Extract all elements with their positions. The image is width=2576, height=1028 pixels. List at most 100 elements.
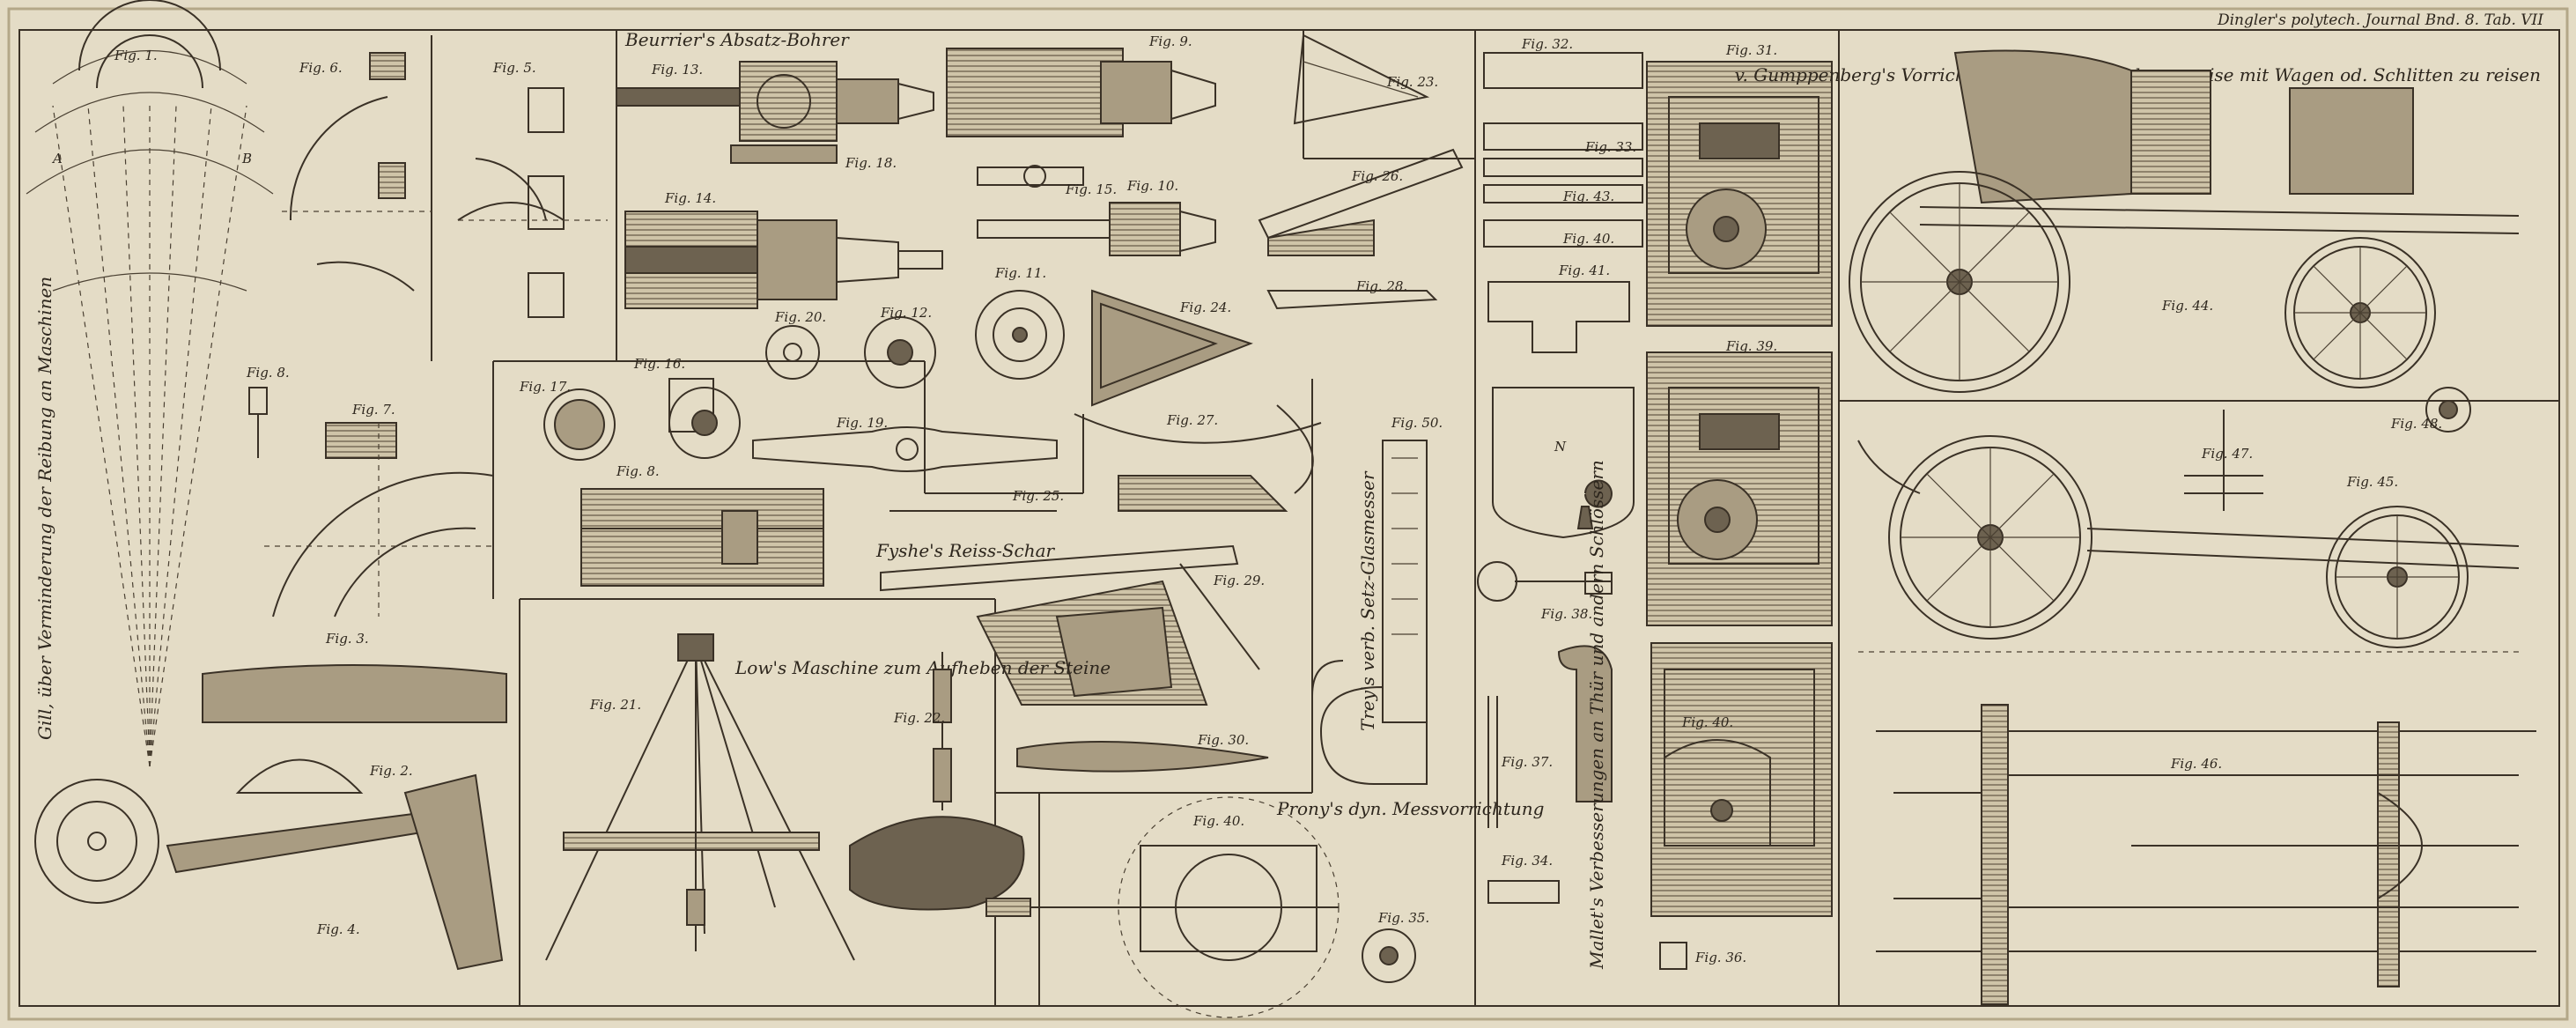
fig-32-strips: Fig. 32. Fig. 33. Fig. 43. Fig. 40. [1483, 36, 1643, 248]
fig-33-label: Fig. 33. [1584, 139, 1636, 155]
fig-18-label: Fig. 18. [845, 155, 897, 171]
fig-13-label: Fig. 13. [651, 62, 703, 78]
fig-16-label: Fig. 16. [633, 356, 685, 372]
fig-12-disc: Fig. 12. [864, 305, 936, 388]
fig-1-gill-fan: Fig. 1. A B [26, 0, 274, 767]
fig-21-tripod: Fig. 21. [545, 633, 855, 961]
fig-15-part: Fig. 15. [977, 165, 1117, 197]
fig-30-blade: Fig. 30. [1016, 732, 1269, 773]
fig-17-ring: Fig. 17. [519, 379, 616, 461]
fig-35-bearing: Fig. 35. [1362, 910, 1429, 983]
fig-5-cam: Fig. 5. [457, 60, 608, 318]
fig-22-hoist: Fig. 22. [849, 652, 1025, 911]
fig-14-label: Fig. 14. [664, 190, 716, 206]
fig-43-label: Fig. 43. [1562, 189, 1614, 204]
fig-39-label: Fig. 39. [1725, 338, 1777, 354]
fig-40-label: Fig. 40. [1192, 813, 1244, 829]
fig-38-label: Fig. 38. [1540, 606, 1592, 622]
fig-40-lock-label: Fig. 40. [1681, 714, 1733, 730]
fig-11-disc: Fig. 11. [975, 265, 1065, 380]
fig-20-label: Fig. 20. [774, 309, 826, 325]
fig-40-prony-brake: Fig. 40. [985, 796, 1340, 1018]
fig-26-frame: Fig. 26. [1258, 148, 1464, 256]
fig-39-lock: Fig. 39. [1646, 338, 1833, 626]
fig-8-beam: Fig. 8. [580, 463, 824, 587]
fig-34-label: Fig. 34. [1501, 853, 1553, 869]
fig-31-label: Fig. 31. [1725, 42, 1777, 58]
gill-caption: Gill, über Verminderung der Reibung an M… [34, 277, 55, 740]
fig-24-share: Fig. 24. [1091, 289, 1253, 407]
fig-37-label: Fig. 37. [1501, 754, 1553, 770]
fig-36-label: Fig. 36. [1694, 950, 1746, 965]
low-caption: Low's Maschine zum Aufheben der Steine [734, 657, 1111, 678]
letter-A: A [51, 151, 63, 166]
fig-47-post: Fig. 47. [2184, 410, 2263, 511]
fig-19-label: Fig. 19. [836, 415, 888, 431]
fig-4-label: Fig. 4. [316, 921, 360, 937]
letter-B: B [241, 151, 252, 166]
fig-4-gear-lever: Fig. 4. [34, 773, 504, 971]
fig-17-label: Fig. 17. [519, 379, 571, 395]
fig-12-label: Fig. 12. [880, 305, 932, 321]
fig-29-plough: Fig. 29. [880, 544, 1265, 706]
fig-7-wheel-segment: Fig. 7. [264, 402, 494, 618]
fig-8b-label: Fig. 8. [616, 463, 660, 479]
fig-13-drill: Fig. 13. [616, 61, 934, 142]
mallet-caption: Mallet's Verbesserungen an Thür und ande… [1586, 460, 1607, 970]
fig-14-drill: Fig. 14. [624, 190, 943, 309]
fig-8-comb: Fig. 8. [246, 365, 290, 458]
fig-46-label: Fig. 46. [2170, 756, 2222, 772]
fig-45-undercarriage: Fig. 45. [1857, 435, 2520, 653]
plate-mark [7, 7, 2569, 1021]
fig-26-label: Fig. 26. [1351, 168, 1403, 184]
fig-10-drill: Fig. 10. [977, 178, 1216, 256]
fig-41-bolt: Fig. 41. [1487, 263, 1630, 353]
fig-23-label: Fig. 23. [1386, 74, 1438, 90]
fig-24-label: Fig. 24. [1179, 300, 1231, 315]
fig-16-clamp: Fig. 16. [633, 356, 741, 459]
fig-6-label: Fig. 6. [299, 60, 343, 76]
fig-35-label: Fig. 35. [1377, 910, 1429, 926]
fig-9-label: Fig. 9. [1148, 33, 1192, 49]
fig-25-strip: Fig. 25. [889, 488, 1064, 512]
mallet-spring [1557, 645, 1613, 802]
fig-38-key: Fig. 38. [1477, 561, 1613, 622]
fig-29-label: Fig. 29. [1213, 573, 1265, 588]
fig-20-ring: Fig. 20. [765, 309, 826, 380]
panel-dividers [492, 30, 2559, 1006]
fig-30-label: Fig. 30. [1197, 732, 1249, 748]
fig-1-label: Fig. 1. [114, 48, 158, 63]
fig-44-label: Fig. 44. [2161, 298, 2213, 314]
fyshe-caption: Fyshe's Reiss-Schar [875, 540, 1056, 561]
fig-50-label: Fig. 50. [1391, 415, 1443, 431]
fig-36-part: Fig. 36. [1659, 942, 1746, 970]
fig-44-carriage: Fig. 44. [1849, 49, 2520, 393]
fig-27-label: Fig. 27. [1166, 412, 1218, 428]
lock-plate-N: N [1492, 387, 1635, 539]
fig-41-label: Fig. 41. [1558, 263, 1610, 278]
fig-48-label: Fig. 48. [2390, 416, 2442, 432]
fig-45-label: Fig. 45. [2346, 474, 2398, 490]
fig-10-label: Fig. 10. [1126, 178, 1178, 194]
fig-6-gear-arc: Fig. 6. [282, 35, 432, 361]
fig-32-label: Fig. 32. [1521, 36, 1573, 52]
fig-2-segment: Fig. 2. [235, 758, 413, 794]
plate-border [18, 29, 2560, 1007]
fig-48-disc: Fig. 48. [2390, 387, 2471, 433]
fig-28-label: Fig. 28. [1355, 278, 1407, 294]
fig-50-gauge: Fig. 50. [1311, 415, 1443, 785]
prony-caption: Prony's dyn. Messvorrichtung [1276, 798, 1544, 819]
fig-18-part: Fig. 18. [730, 144, 897, 171]
fig-23-blade: Fig. 23. [1293, 33, 1438, 125]
beurrier-caption: Beurrier's Absatz-Bohrer [624, 29, 850, 50]
fig-11-label: Fig. 11. [994, 265, 1046, 281]
fig-3-arched-bar: Fig. 3. [202, 631, 507, 723]
fig-28-arm: Fig. 28. [1266, 278, 1438, 310]
fig-9-drill-block: Fig. 9. [946, 33, 1216, 137]
fig-27-plough: Fig. 27. [1074, 404, 1322, 512]
lock-plate-letter: N [1554, 439, 1567, 455]
fig-2-label: Fig. 2. [369, 763, 413, 779]
fig-5-label: Fig. 5. [492, 60, 536, 76]
